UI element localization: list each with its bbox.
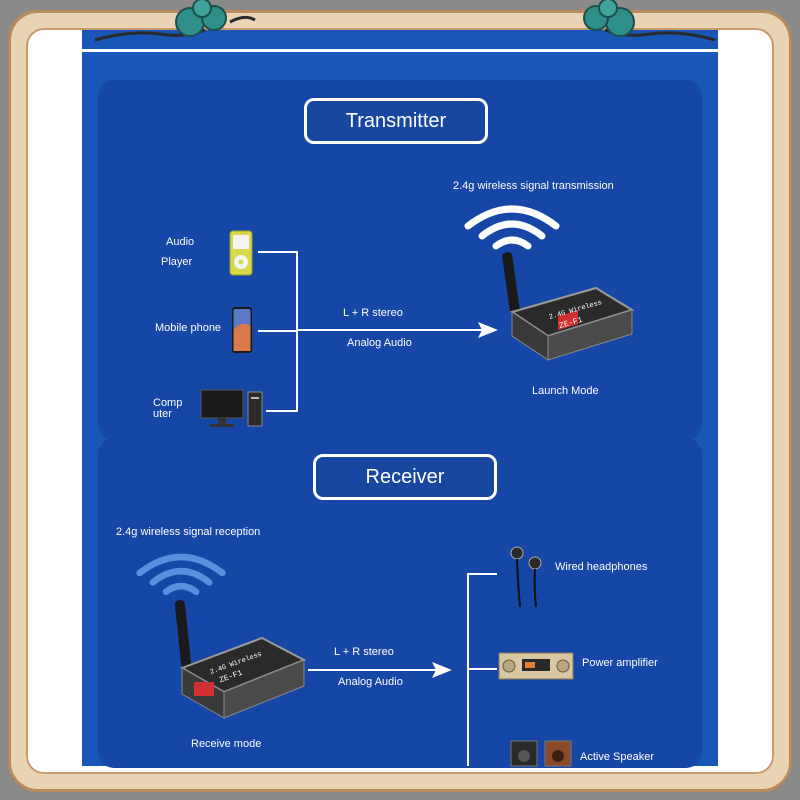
active-speaker-label: Active Speaker xyxy=(580,751,654,763)
audio-player-label-1: Audio xyxy=(166,236,195,248)
tx-arrow-label-top: L + R stereo xyxy=(343,307,403,319)
tx-arrow-label-bottom: Analog Audio xyxy=(347,337,412,349)
audio-player-icon xyxy=(229,230,253,276)
connector-player xyxy=(258,251,298,253)
mobile-phone-icon xyxy=(232,307,252,353)
arrow-shaft-top xyxy=(298,329,482,331)
power-amplifier-label: Power amplifier xyxy=(582,657,658,669)
wifi-signal-receive-icon xyxy=(136,553,226,596)
rx-arrow-shaft xyxy=(308,669,436,671)
speaker-icon xyxy=(510,740,572,767)
transmission-signal-label: 2.4g wireless signal transmission xyxy=(453,180,614,192)
transmitter-device-icon: 2.4G Wireless ZE-F1 xyxy=(502,252,635,361)
computer-label-1: Comp xyxy=(153,397,183,409)
output-bracket-middle xyxy=(467,668,497,670)
rx-arrow-label-bottom: Analog Audio xyxy=(338,676,403,688)
power-amplifier-icon xyxy=(498,652,574,680)
reception-signal-label: 2.4g wireless signal reception xyxy=(116,526,261,538)
wifi-signal-icon xyxy=(464,205,560,250)
connector-computer xyxy=(266,410,298,412)
right-cloud-ornament-icon xyxy=(583,0,716,42)
rx-arrow-label-top: L + R stereo xyxy=(334,646,394,658)
connector-phone xyxy=(258,330,298,332)
mobile-phone-label: Mobile phone xyxy=(155,322,222,334)
launch-mode-label: Launch Mode xyxy=(532,385,599,397)
rx-arrow-head-icon xyxy=(432,662,452,678)
receive-mode-label: Receive mode xyxy=(191,738,262,750)
output-bracket-top xyxy=(467,573,497,575)
transmitter-title: Transmitter xyxy=(304,98,488,144)
audio-player-label-2: Player xyxy=(161,256,193,268)
card-top-strip xyxy=(82,30,718,52)
arrow-head-top-icon xyxy=(478,322,498,338)
receiver-device-icon: 2.4G Wireless ZE-F1 xyxy=(174,600,307,719)
headphones-icon xyxy=(510,546,542,608)
left-cloud-ornament-icon xyxy=(94,0,256,42)
wired-headphones-label: Wired headphones xyxy=(555,561,648,573)
computer-icon xyxy=(200,389,263,427)
computer-label-2: uter xyxy=(153,408,172,420)
receiver-title: Receiver xyxy=(313,454,497,500)
